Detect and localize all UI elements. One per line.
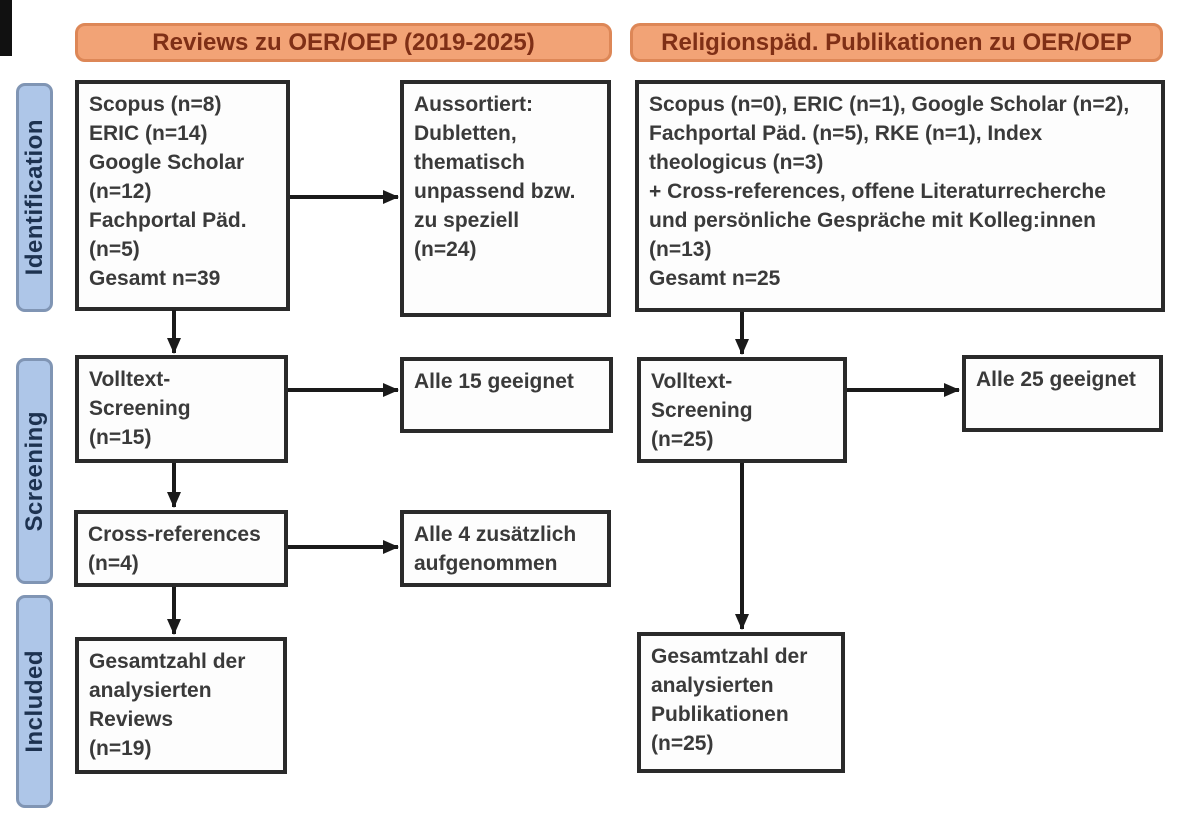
stage-label-screening: Screening — [16, 358, 53, 584]
flow-box-excluded-left: Aussortiert: Dubletten, thematisch unpas… — [400, 80, 611, 317]
stage-label-identification-text: Identification — [20, 119, 48, 276]
flow-box-sources-left: Scopus (n=8) ERIC (n=14) Google Scholar … — [75, 80, 290, 311]
stage-label-identification: Identification — [16, 83, 53, 312]
flow-box-fulltext-screening-left: Volltext- Screening (n=15) — [75, 355, 288, 463]
flow-box-crossreferences-left: Cross-references (n=4) — [74, 510, 288, 587]
flow-box-fulltext-result-left: Alle 15 geeignet — [400, 357, 613, 433]
flow-box-sources-right: Scopus (n=0), ERIC (n=1), Google Scholar… — [635, 80, 1165, 312]
scan-artifact — [0, 0, 12, 56]
flow-box-crossreferences-result-left: Alle 4 zusätzlich aufgenommen — [400, 510, 611, 587]
column-header-right: Religionspäd. Publikationen zu OER/OEP — [630, 23, 1163, 62]
column-header-left: Reviews zu OER/OEP (2019-2025) — [75, 23, 612, 62]
flow-box-included-total-right: Gesamtzahl der analysierten Publikatione… — [637, 632, 845, 773]
stage-label-included-text: Included — [20, 650, 48, 753]
stage-label-included: Included — [16, 595, 53, 808]
flow-box-included-total-left: Gesamtzahl der analysierten Reviews (n=1… — [75, 637, 287, 774]
stage-label-screening-text: Screening — [20, 410, 48, 532]
flow-box-fulltext-result-right: Alle 25 geeignet — [962, 355, 1163, 432]
flow-box-fulltext-screening-right: Volltext- Screening (n=25) — [637, 357, 847, 463]
